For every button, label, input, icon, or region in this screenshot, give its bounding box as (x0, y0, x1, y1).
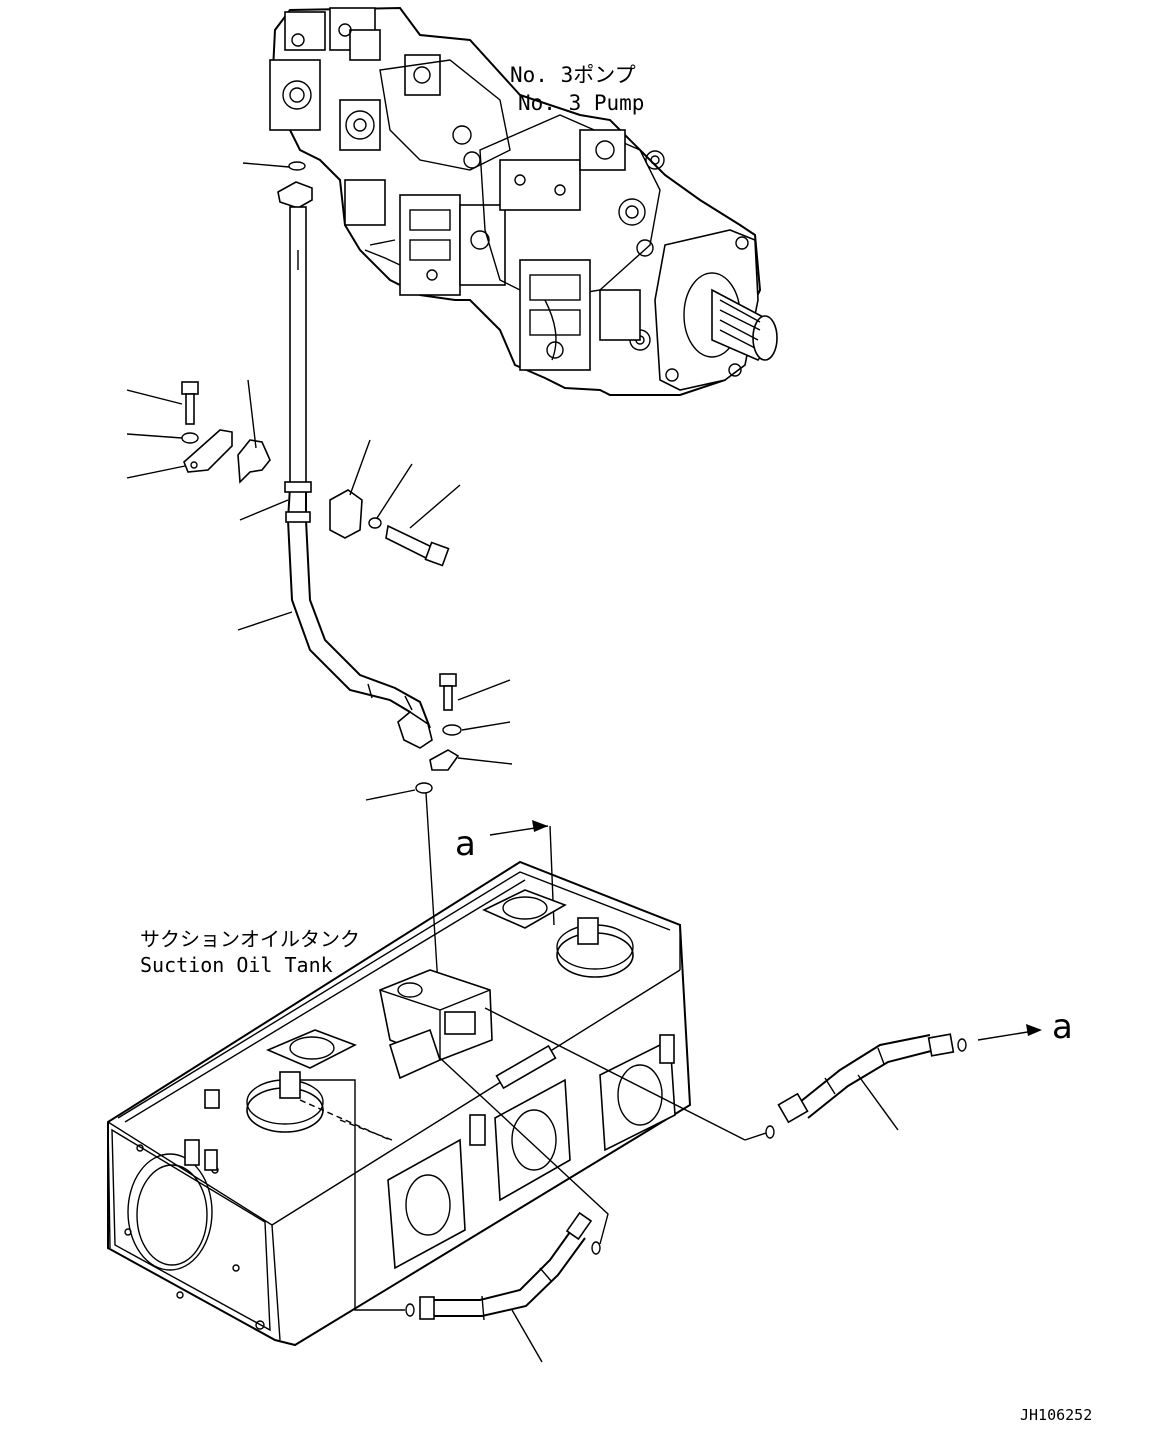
bolt-head (181, 381, 199, 395)
hose-flange-bottom (397, 711, 433, 749)
view-marker-right-group: a (977, 1007, 1073, 1047)
bolt-shank (185, 393, 195, 425)
o-ring-bottom-b (591, 1241, 601, 1255)
bottom-hose-fitting-left (419, 1296, 435, 1320)
right-suction-hose (484, 1007, 967, 1141)
clamp-hardware-right (329, 439, 461, 567)
o-ring-right-b (957, 1038, 967, 1052)
bracket-plate (183, 429, 233, 473)
view-marker-right: a (1052, 1007, 1073, 1047)
bracket-hardware-left (126, 379, 271, 484)
o-ring-bottom-a (405, 1303, 415, 1317)
pump-label-ja: No. 3ポンプ (510, 63, 636, 87)
drawing-code: JH106252 (1020, 1406, 1092, 1424)
clamp-half (329, 489, 363, 539)
hydraulic-pump-assembly (269, 6, 778, 396)
tank-label-en: Suction Oil Tank (140, 953, 333, 977)
o-ring-upper (288, 161, 306, 171)
washer-right (368, 517, 382, 529)
view-marker-top: a (455, 824, 476, 864)
split-flange (429, 749, 460, 771)
hose-tube-straight (289, 206, 307, 488)
pump-label-en: No. 3 Pump (518, 91, 644, 115)
right-hose-fitting-left (777, 1092, 809, 1124)
o-ring-lower (415, 782, 433, 794)
hose-flange-top (277, 181, 313, 209)
washer-left (181, 432, 199, 444)
tank-label-ja: サクションオイルタンク (140, 927, 360, 951)
bottom-hose-fitting-right (565, 1211, 593, 1241)
clip-left (237, 439, 271, 484)
suction-oil-tank (107, 860, 692, 1347)
upper-suction-hose (237, 161, 433, 749)
bolt-head-lower (439, 673, 457, 687)
right-hose-fitting-right (927, 1033, 955, 1057)
o-ring-right-a (765, 1125, 775, 1139)
washer-lower (442, 724, 462, 736)
bottom-suction-hose (300, 1057, 609, 1363)
lower-flange-hardware (365, 673, 513, 986)
